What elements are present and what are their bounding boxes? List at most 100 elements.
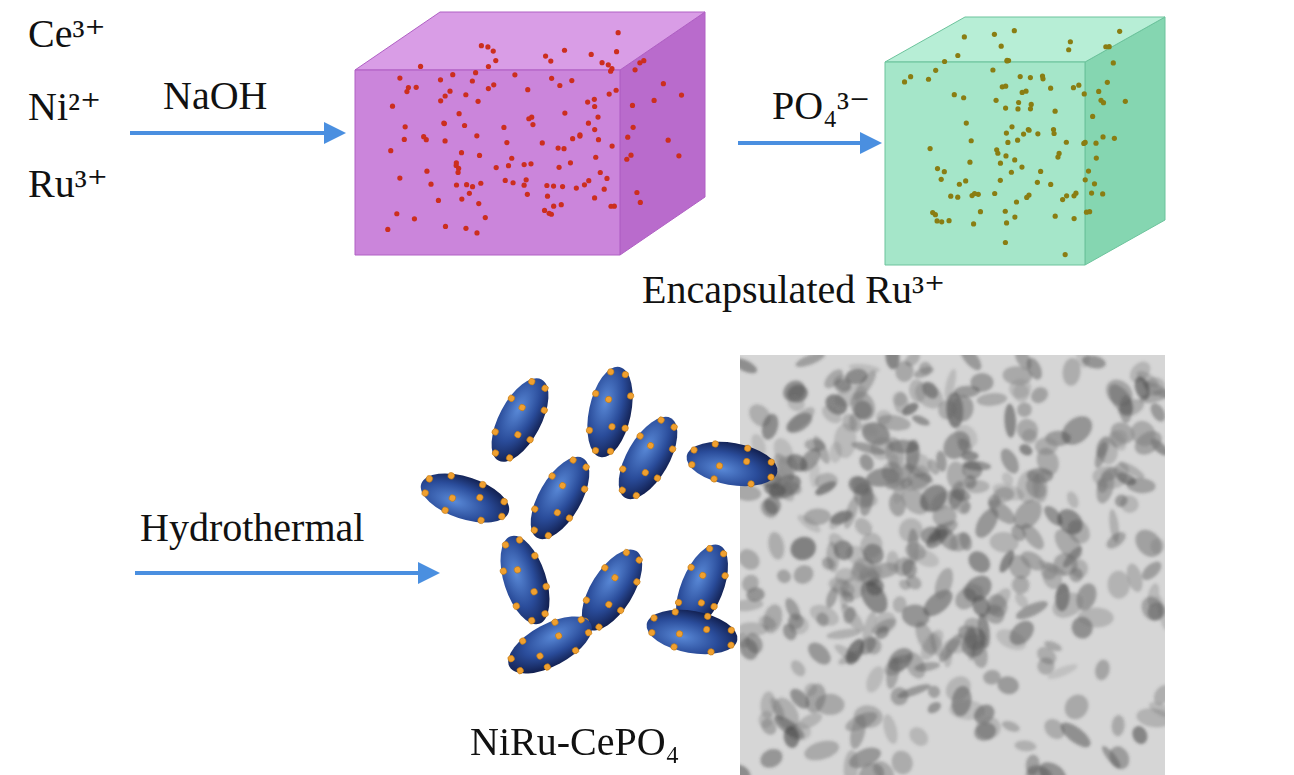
particle-shadow bbox=[1000, 470, 1016, 487]
ion-dot bbox=[478, 181, 483, 186]
ion-dot bbox=[551, 204, 556, 209]
ion-dot bbox=[509, 156, 514, 161]
ru-site bbox=[526, 435, 535, 444]
particle-shadow bbox=[1111, 714, 1125, 736]
ru-site bbox=[721, 572, 729, 580]
ion-dot bbox=[450, 72, 455, 77]
ion-dot bbox=[394, 211, 399, 216]
particle-shadow bbox=[866, 578, 884, 595]
ru-site bbox=[528, 617, 536, 625]
ion-dot bbox=[476, 201, 481, 206]
ion-dot bbox=[585, 99, 590, 104]
ru-site bbox=[716, 462, 723, 469]
particle-shadow bbox=[964, 547, 994, 577]
ru-site bbox=[632, 491, 641, 500]
particle-shadow bbox=[833, 423, 857, 459]
particle-shadow bbox=[1012, 591, 1031, 611]
particle-shadow bbox=[1000, 719, 1021, 734]
particle-shadow bbox=[1014, 740, 1037, 753]
particle-shadow bbox=[1014, 399, 1035, 420]
precursor-cube bbox=[355, 12, 705, 255]
ru-site bbox=[688, 461, 695, 468]
ion-dot bbox=[586, 178, 591, 183]
node-figure bbox=[640, 10, 1170, 310]
ion-dot bbox=[1055, 154, 1060, 159]
ion-dot bbox=[501, 125, 506, 130]
particle-shadow bbox=[826, 574, 858, 600]
ru-site bbox=[516, 666, 525, 675]
ru-site bbox=[571, 646, 580, 655]
particle-shadow bbox=[890, 653, 913, 665]
ion-dot bbox=[935, 166, 940, 171]
ru-site bbox=[477, 516, 485, 524]
ru-site bbox=[558, 481, 567, 490]
ion-dot bbox=[1100, 134, 1105, 139]
ion-dot bbox=[1064, 140, 1069, 145]
particle-shadow bbox=[802, 737, 841, 764]
ion-dot bbox=[421, 134, 426, 139]
ru-site bbox=[608, 423, 616, 431]
ru-site bbox=[707, 648, 714, 655]
ion-dot bbox=[577, 132, 582, 137]
particle-shadow bbox=[1148, 401, 1165, 425]
nanorod-body bbox=[415, 464, 515, 532]
cube-face bbox=[885, 62, 1085, 265]
ion-dot bbox=[463, 226, 468, 231]
ru-site bbox=[704, 613, 711, 620]
particle-shadow bbox=[757, 496, 781, 521]
particle-shadow bbox=[740, 572, 762, 596]
ion-dot bbox=[574, 185, 579, 190]
reagent-label: PO₄³⁻ bbox=[772, 84, 870, 128]
ion-dot bbox=[1005, 140, 1010, 145]
ru-site bbox=[491, 428, 500, 437]
ion-dot bbox=[971, 221, 976, 226]
ru-site bbox=[719, 550, 727, 558]
particle-shadow bbox=[857, 452, 877, 474]
ion-dot bbox=[459, 150, 464, 155]
particle-shadow bbox=[1060, 690, 1093, 724]
particle-shadow bbox=[926, 700, 943, 716]
ion-dot bbox=[608, 69, 613, 74]
ion-dot bbox=[555, 145, 560, 150]
ion-dot bbox=[544, 183, 549, 188]
ion-dot bbox=[512, 72, 517, 77]
ion-dot bbox=[952, 92, 957, 97]
nanorod bbox=[519, 448, 602, 549]
ion-dot bbox=[992, 32, 997, 37]
ru-site bbox=[657, 416, 666, 425]
particle-shadow bbox=[1112, 492, 1130, 510]
ion-dot bbox=[504, 140, 509, 145]
ion-dot bbox=[1082, 91, 1087, 96]
ru-site bbox=[635, 556, 644, 565]
nanorod bbox=[480, 370, 561, 471]
ion-dot bbox=[1027, 128, 1032, 133]
ion-dot bbox=[1090, 114, 1095, 119]
particle-shadow bbox=[853, 704, 884, 729]
ion-dot bbox=[969, 138, 974, 143]
particle-shadow bbox=[932, 505, 957, 528]
particle-shadow bbox=[766, 531, 786, 561]
particle-shadow bbox=[881, 713, 901, 746]
ion-dot bbox=[1040, 73, 1045, 78]
ion-dot bbox=[418, 64, 423, 69]
ion-dot bbox=[598, 170, 603, 175]
particle-shadow bbox=[763, 481, 788, 498]
particle-shadow bbox=[1132, 375, 1153, 402]
ru-site bbox=[622, 371, 630, 379]
ru-site bbox=[518, 403, 527, 412]
ru-site bbox=[577, 615, 586, 624]
ru-site bbox=[616, 606, 625, 615]
particle-shadow bbox=[936, 631, 966, 665]
nanorod-body bbox=[683, 435, 781, 492]
ru-site bbox=[513, 566, 521, 574]
particle-shadow bbox=[819, 402, 845, 427]
ru-site bbox=[648, 629, 655, 636]
particle-shadow bbox=[938, 426, 976, 464]
ion-dot bbox=[614, 49, 619, 54]
particle-shadow bbox=[957, 530, 974, 552]
ion-dot bbox=[551, 183, 556, 188]
ion-dot bbox=[631, 125, 636, 130]
ru-site bbox=[531, 552, 539, 560]
ion-dot bbox=[1094, 156, 1099, 161]
node-figure bbox=[420, 370, 790, 765]
